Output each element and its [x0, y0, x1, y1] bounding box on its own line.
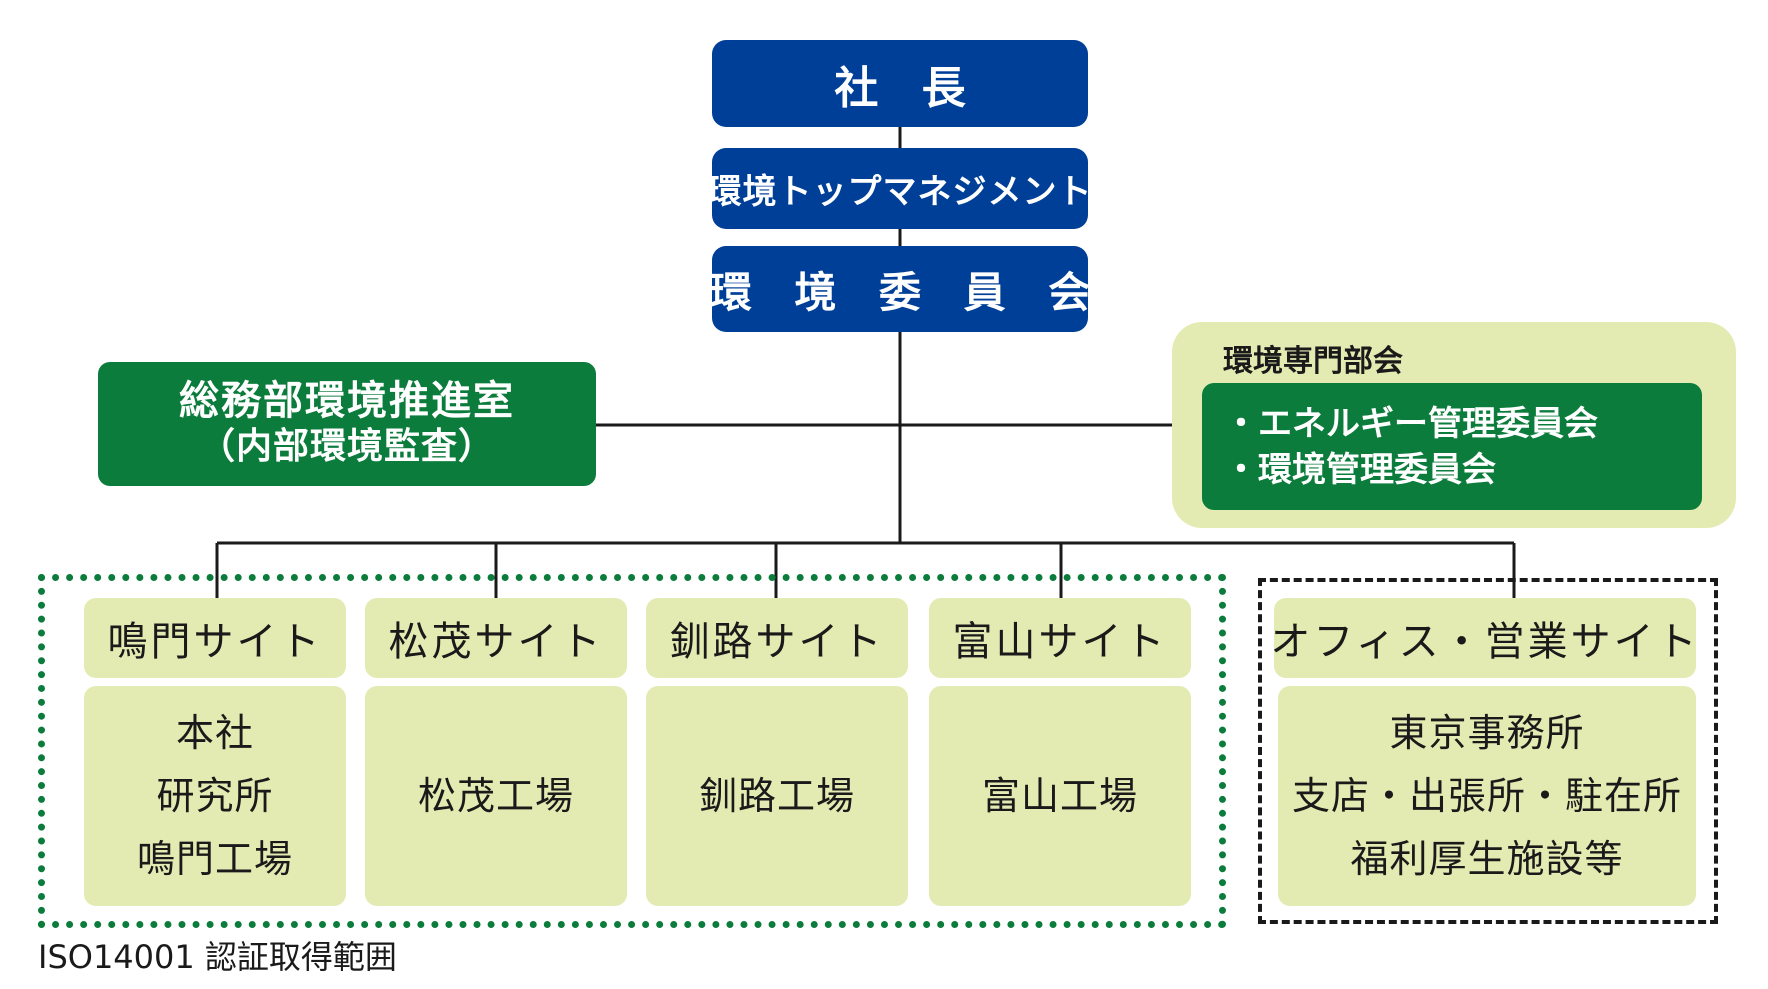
specialist-committees-panel: 環境専門部会 ・エネルギー管理委員会 ・環境管理委員会 [1172, 322, 1736, 528]
office-scope-boundary [1258, 578, 1718, 924]
environment-committee-label: 環 境 委 員 会 [709, 267, 1105, 317]
specialist-committees-title: 環境専門部会 [1223, 344, 1403, 379]
facility-item: 富山工場 [981, 773, 1138, 818]
facilities-matsushige: 松茂工場 [365, 686, 627, 906]
specialist-committee-item: ・エネルギー管理委員会 [1224, 403, 1598, 444]
facilities-kushiro: 釧路工場 [646, 686, 908, 906]
site-name: 松茂サイト [388, 619, 604, 665]
president-box: 社 長 [712, 40, 1088, 127]
general-affairs-box: 総務部環境推進室 （内部環境監査） [98, 362, 596, 486]
site-name: 富山サイト [952, 619, 1168, 665]
facilities-toyama: 富山工場 [929, 686, 1191, 906]
facility-item: 研究所 [156, 773, 274, 818]
facility-item: 福利厚生施設等 [1350, 836, 1624, 881]
specialist-committee-item: ・環境管理委員会 [1224, 449, 1496, 490]
facility-item: 東京事務所 [1389, 710, 1585, 755]
general-affairs-title: 総務部環境推進室 [179, 378, 515, 424]
iso-scope-label: ISO14001 認証取得範囲 [38, 938, 397, 976]
site-header-naruto: 鳴門サイト [84, 598, 346, 678]
iso-scope-boundary [38, 574, 1226, 928]
environment-committee-box: 環 境 委 員 会 [710, 246, 1090, 332]
facility-item: 支店・出張所・駐在所 [1291, 773, 1682, 818]
facility-item: 本社 [175, 710, 254, 755]
site-name: 鳴門サイト [107, 619, 323, 665]
site-header-kushiro: 釧路サイト [646, 598, 908, 678]
specialist-committees-list: ・エネルギー管理委員会 ・環境管理委員会 [1202, 383, 1702, 510]
top-management-label: 環境トップマネジメント [707, 172, 1093, 212]
facility-item: 松茂工場 [417, 773, 574, 818]
top-management-box: 環境トップマネジメント [708, 148, 1092, 229]
facility-item: 釧路工場 [698, 773, 855, 818]
site-header-toyama: 富山サイト [929, 598, 1191, 678]
president-label: 社 長 [834, 62, 980, 114]
general-affairs-subtitle: （内部環境監査） [198, 426, 495, 467]
facilities-naruto: 本社 研究所 鳴門工場 [84, 686, 346, 906]
site-name: 釧路サイト [669, 619, 885, 665]
facilities-office-sales: 東京事務所 支店・出張所・駐在所 福利厚生施設等 [1278, 686, 1696, 906]
facility-item: 鳴門工場 [136, 836, 293, 881]
site-header-matsushige: 松茂サイト [365, 598, 627, 678]
site-name: オフィス・営業サイト [1270, 619, 1700, 665]
site-header-office-sales: オフィス・営業サイト [1270, 598, 1697, 678]
